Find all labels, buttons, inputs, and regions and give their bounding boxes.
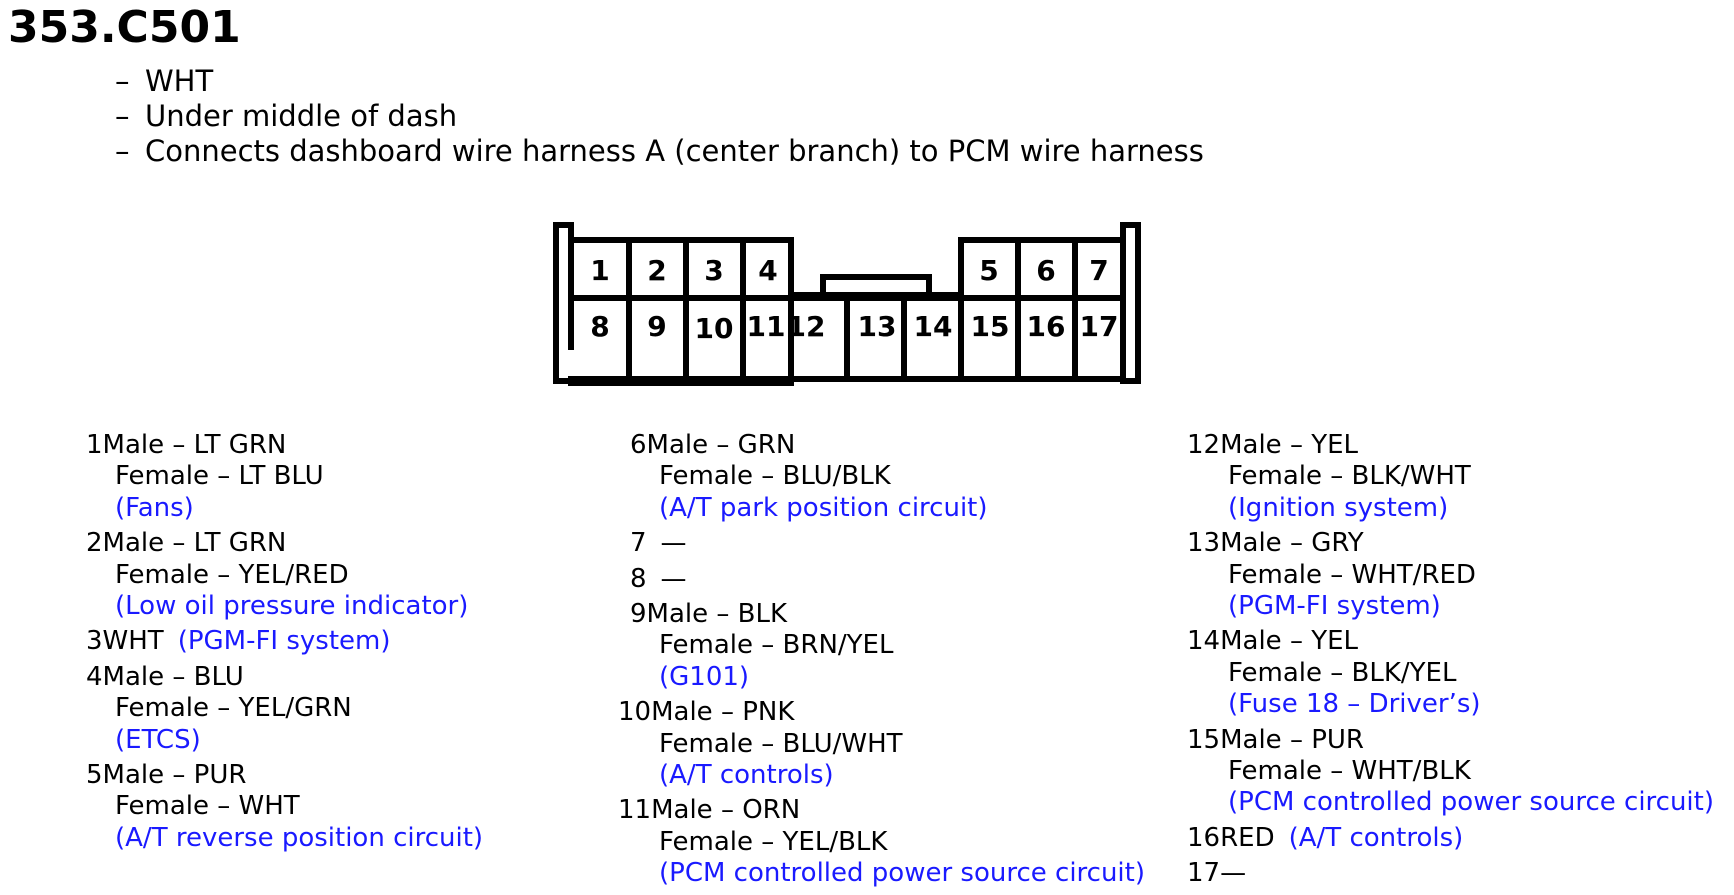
pin-label: 1 — [590, 254, 609, 287]
pin-label: 6 — [1036, 254, 1055, 287]
pin-entry-11: 11Male – ORN Female – YEL/BLK (PCM contr… — [618, 795, 1145, 889]
pin-label: 3 — [704, 254, 723, 287]
description-item: –WHT — [115, 64, 214, 98]
pin-label: 13 — [858, 310, 897, 343]
connector-outline — [553, 222, 794, 386]
pin-label: 14 — [914, 310, 953, 343]
pin-label: 15 — [971, 310, 1010, 343]
pin-entry-17: 17— — [1187, 858, 1247, 889]
connector-lock-tab — [820, 274, 932, 298]
pin-label: 11 — [747, 310, 786, 343]
pin-entry-9: 9Male – BLK Female – BRN/YEL (G101) — [630, 599, 894, 692]
pin-entry-14: 14Male – YEL Female – BLK/YEL (Fuse 18 –… — [1187, 626, 1481, 720]
pin-entry-7: 7— — [630, 528, 687, 559]
connector-description-list: –WHT –Under middle of dash –Connects das… — [115, 64, 1204, 169]
pin-entry-8: 8— — [630, 563, 687, 594]
pin-entry-5: 5Male – PUR Female – WHT (A/T reverse po… — [86, 760, 484, 853]
pin-label: 9 — [647, 310, 666, 343]
pin-label: 10 — [695, 312, 734, 345]
pin-entry-4: 4Male – BLU Female – YEL/GRN (ETCS) — [86, 661, 352, 755]
pin-entry-13: 13Male – GRY Female – WHT/RED (PGM-FI sy… — [1187, 528, 1476, 622]
pin-label: 5 — [979, 254, 998, 287]
pin-label: 12 — [787, 310, 826, 343]
pin-entry-6: 6Male – GRN Female – BLU/BLK (A/T park p… — [630, 430, 988, 523]
pin-list-column-2: 6Male – GRN Female – BLU/BLK (A/T park p… — [618, 430, 1145, 894]
pin-label: 16 — [1027, 310, 1066, 343]
pin-entry-10: 10Male – PNK Female – BLU/WHT (A/T contr… — [618, 697, 903, 791]
pin-entry-16: 16RED(A/T controls) — [1187, 822, 1464, 853]
page-title: 353.C501 — [8, 2, 241, 53]
description-item: –Under middle of dash — [115, 99, 458, 133]
description-item: –Connects dashboard wire harness A (cent… — [115, 134, 1204, 168]
pin-label: 2 — [647, 254, 666, 287]
pin-entry-3: 3WHT(PGM-FI system) — [86, 626, 391, 657]
pin-list-column-3: 12Male – YEL Female – BLK/WHT (Ignition … — [1187, 430, 1714, 894]
pin-entry-12: 12Male – YEL Female – BLK/WHT (Ignition … — [1187, 430, 1471, 523]
pin-entry-15: 15Male – PUR Female – WHT/BLK (PCM contr… — [1187, 724, 1714, 818]
pin-label: 17 — [1080, 310, 1119, 343]
pin-list-column-1: 1Male – LT GRN Female – LT BLU (Fans) 2M… — [86, 430, 483, 858]
pin-label: 8 — [590, 310, 609, 343]
pin-entry-1: 1Male – LT GRN Female – LT BLU (Fans) — [86, 430, 324, 523]
connector-face-diagram: 1 2 3 4 5 6 7 8 9 10 11 12 13 14 15 16 1… — [553, 222, 1141, 386]
pin-label: 7 — [1089, 254, 1108, 287]
pin-label: 4 — [758, 254, 777, 287]
pin-entry-2: 2Male – LT GRN Female – YEL/RED (Low oil… — [86, 528, 469, 622]
